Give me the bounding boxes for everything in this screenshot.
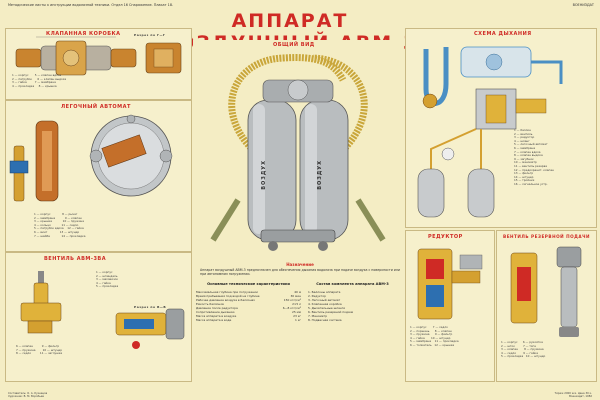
lung-demand-legend: 1 — корпус 8 — рычаг 2 — мембрана 9 — кл… — [34, 212, 86, 238]
lung-demand-panel: ЛЕГОЧНЫЙ АВТОМАТ 1 — корпус 8 — рычаг 2 … — [5, 100, 192, 252]
general-view-panel: ОБЩИЙ ВИД ВОЗДУХ ВОЗДУХ — [193, 40, 403, 260]
component-item: 6. Вентиль резервной подачи — [308, 310, 354, 314]
cylinder-label-right: ВОЗДУХ — [317, 160, 323, 190]
spec-label: Время пребывания под водой на глубине — [196, 294, 260, 298]
component-item: 3. Легочный автомат — [308, 298, 341, 302]
spec-label: Масса аппарата в воде — [196, 318, 232, 322]
general-view-title: ОБЩИЙ ВИД — [273, 42, 315, 48]
purpose-title: Назначение — [286, 262, 314, 267]
component-item: 4. Клапанная коробка — [308, 302, 342, 306]
spec-row: Давление после редуктора 6—8 кгс/см² — [196, 306, 301, 310]
reducer-legend: 1 — корпус 7 — седло 2 — поршень 8 — кла… — [410, 325, 459, 347]
reducer-title: РЕДУКТОР — [428, 234, 463, 240]
breathing-scheme-title: СХЕМА ДЫХАНИЯ — [474, 31, 532, 37]
cylinder-label-left: ВОЗДУХ — [261, 160, 267, 190]
breathing-scheme-drawing — [417, 46, 563, 218]
spec-row: Емкость баллонов 2×5 л — [196, 302, 301, 306]
valve-avm-drawing — [20, 271, 185, 349]
spec-label: Сопротивление дыханию — [196, 310, 235, 314]
spec-label: Рабочее давление воздуха в баллонах — [196, 298, 255, 302]
valve-box-panel: КЛАПАННАЯ КОРОБКА Разрез по Г—Г 1 — корп… — [5, 28, 192, 100]
valve-avm-legend-1: 1 — корпус 2 — шпиндель 3 — маховичок 4 … — [96, 270, 119, 289]
component-item: 8. Подвесная система — [308, 318, 342, 322]
valve-avm-section: Разрез по Б—Б — [134, 305, 167, 309]
component-item: 2. Редуктор — [308, 294, 326, 298]
purpose-text: Аппарат воздушный АВМ-3 предназначен для… — [200, 268, 400, 277]
breathing-scheme-legend: 1 — баллон 2 — вентиль 3 — редуктор 4 — … — [514, 128, 554, 186]
spec-label: Масса аппарата в воздухе — [196, 314, 237, 318]
spec-row: Рабочее давление воздуха в баллонах 150 к… — [196, 298, 301, 302]
spec-value: 40 м — [294, 290, 301, 294]
reserve-valve-legend: 1 — корпус 6 — рукоятка 2 — шток 7 — тяг… — [501, 340, 546, 359]
valve-avm-legend-2: 6 — клапан 9 — фильтр 7 — пружина 10 — ш… — [16, 344, 63, 356]
reducer-panel: РЕДУКТОР 1 — корпус 7 — седло 2 — поршен… — [405, 230, 495, 382]
valve-avm-panel: ВЕНТИЛЬ АВМ-3ВА Разрез по Б—Б 1 — корпус… — [5, 252, 192, 382]
valve-box-drawing — [15, 36, 182, 76]
spec-value: 1 кг — [294, 318, 301, 322]
specs-title: Основные технические характеристики — [207, 282, 290, 286]
spec-value: 6—8 кгс/см² — [282, 306, 301, 310]
spec-value: 150 кгс/см² — [283, 298, 301, 302]
spec-row: Масса аппарата в воздухе 23 кг — [196, 314, 301, 318]
reserve-valve-panel: ВЕНТИЛЬ РЕЗЕРВНОЙ ПОДАЧИ 1 — корпус 6 — … — [496, 230, 597, 382]
header-note: Методические листы к инструкции водолазн… — [8, 3, 174, 7]
component-item: 1. Баллоны аппарата — [308, 290, 341, 294]
lung-demand-drawing — [9, 114, 173, 202]
apparatus-drawing — [210, 54, 386, 251]
breathing-scheme-panel: СХЕМА ДЫХАНИЯ 1 — баллон 2 — вентиль 3 —… — [405, 28, 597, 228]
spec-label: Максимальная глубина при погружении — [196, 290, 258, 294]
spec-label: Давление после редуктора — [196, 306, 238, 310]
spec-row: Время пребывания под водой на глубине 30 … — [196, 294, 301, 298]
spec-value: 23 кг — [293, 314, 301, 318]
publisher-mark: ВОЕНИЗДАТ — [572, 3, 594, 7]
component-item: 7. Манометр — [308, 314, 328, 318]
reserve-valve-title: ВЕНТИЛЬ РЕЗЕРВНОЙ ПОДАЧИ — [503, 234, 591, 239]
valve-box-legend: 1 — корпус 5 — клапан вдоха 2 — патрубок… — [12, 73, 67, 88]
reducer-drawing — [417, 248, 483, 320]
reserve-valve-drawing — [510, 246, 582, 337]
valve-box-title: КЛАПАННАЯ КОРОБКА — [46, 31, 121, 37]
spec-value: 25 мм — [292, 310, 301, 314]
lung-demand-title: ЛЕГОЧНЫЙ АВТОМАТ — [61, 104, 131, 110]
spec-value: 2×5 л — [292, 302, 301, 306]
spec-row: Масса аппарата в воде 1 кг — [196, 318, 301, 322]
footer-left: Составитель: О. А. Кузнецов Художник: В.… — [8, 391, 48, 398]
components-title: Состав комплекта аппарата АВМ-3 — [316, 282, 389, 286]
spec-value: 30 мин — [290, 294, 301, 298]
component-item: 5. Дыхательные шланги — [308, 306, 346, 310]
spec-row: Максимальная глубина при погружении 40 м — [196, 290, 301, 294]
footer-right: Тираж 2000 экз. Цена 30 к. Воениздат, 19… — [554, 391, 592, 398]
valve-avm-title: ВЕНТИЛЬ АВМ-3ВА — [44, 256, 107, 262]
spec-row: Сопротивление дыханию 25 мм — [196, 310, 301, 314]
valve-box-section: Разрез по Г—Г — [134, 33, 166, 37]
spec-label: Емкость баллонов — [196, 302, 224, 306]
